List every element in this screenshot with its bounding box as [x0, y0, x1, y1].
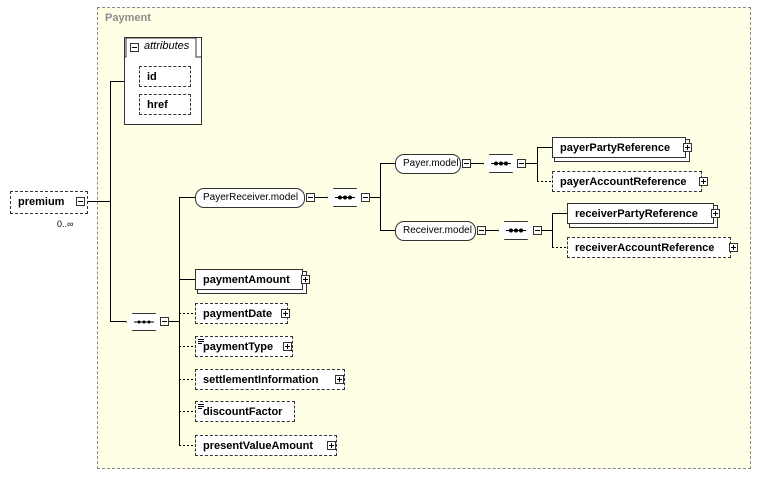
payer-sequence[interactable]	[483, 154, 519, 173]
receiver-party-reference-label: receiverPartyReference	[575, 208, 698, 220]
main-sequence-collapse-icon[interactable]	[160, 317, 169, 326]
payer-receiver-model-collapse-icon[interactable]	[306, 193, 315, 202]
receiver-party-reference[interactable]: receiverPartyReference	[567, 203, 714, 224]
payer-party-reference-label: payerPartyReference	[560, 142, 671, 154]
attribute-id[interactable]: id	[139, 66, 191, 87]
discount-factor[interactable]: discountFactor	[195, 401, 295, 422]
payment-amount-label: paymentAmount	[203, 274, 290, 286]
receiver-account-reference-expand-icon[interactable]	[729, 243, 738, 252]
payer-party-reference[interactable]: payerPartyReference	[552, 137, 686, 158]
receiver-party-reference-expand-icon[interactable]	[711, 209, 720, 218]
payment-type-expand-icon[interactable]	[283, 342, 292, 351]
payer-account-reference-expand-icon[interactable]	[699, 177, 708, 186]
receiver-sequence[interactable]	[498, 221, 534, 240]
present-value-amount[interactable]: presentValueAmount	[195, 435, 337, 456]
attributes-title: attributes	[144, 40, 190, 52]
premium-cardinality: 0..∞	[57, 219, 74, 229]
attribute-href[interactable]: href	[139, 94, 191, 115]
present-value-amount-expand-icon[interactable]	[327, 441, 336, 450]
receiver-model-collapse-icon[interactable]	[477, 226, 486, 235]
payer-account-reference[interactable]: payerAccountReference	[552, 171, 702, 192]
payment-amount-expand-icon[interactable]	[301, 275, 310, 284]
payer-receiver-sequence[interactable]	[327, 188, 363, 207]
settlement-information-label: settlementInformation	[203, 374, 319, 386]
receiver-account-reference[interactable]: receiverAccountReference	[567, 237, 731, 258]
payer-sequence-collapse-icon[interactable]	[517, 159, 526, 168]
payer-model-collapse-icon[interactable]	[462, 159, 471, 168]
settlement-information-expand-icon[interactable]	[335, 375, 344, 384]
discount-factor-label: discountFactor	[203, 406, 283, 418]
payment-amount[interactable]: paymentAmount	[195, 269, 303, 290]
payment-date-label: paymentDate	[203, 308, 273, 320]
premium-element[interactable]: premium	[10, 191, 88, 214]
payer-model[interactable]: Payer.model	[395, 154, 461, 174]
receiver-account-reference-label: receiverAccountReference	[575, 242, 715, 254]
group-title: Payment	[105, 12, 151, 24]
receiver-sequence-collapse-icon[interactable]	[533, 226, 542, 235]
premium-collapse-icon[interactable]	[76, 197, 85, 206]
payment-date-expand-icon[interactable]	[281, 309, 290, 318]
attributes-collapse-icon[interactable]	[130, 43, 139, 52]
premium-label: premium	[18, 196, 65, 208]
payer-model-label: Payer.model	[403, 158, 459, 169]
settlement-information[interactable]: settlementInformation	[195, 369, 345, 390]
payer-account-reference-label: payerAccountReference	[560, 176, 687, 188]
receiver-model-label: Receiver.model	[403, 225, 472, 236]
present-value-amount-label: presentValueAmount	[203, 440, 314, 452]
payment-date[interactable]: paymentDate	[195, 303, 288, 324]
payer-party-reference-expand-icon[interactable]	[683, 143, 692, 152]
payment-type-label: paymentType	[203, 341, 274, 353]
payer-receiver-model[interactable]: PayerReceiver.model	[195, 188, 305, 208]
payer-receiver-model-label: PayerReceiver.model	[203, 192, 299, 203]
receiver-model[interactable]: Receiver.model	[395, 221, 476, 241]
payer-receiver-sequence-collapse-icon[interactable]	[361, 193, 370, 202]
main-sequence[interactable]	[126, 313, 162, 331]
payment-type[interactable]: paymentType	[195, 336, 293, 357]
